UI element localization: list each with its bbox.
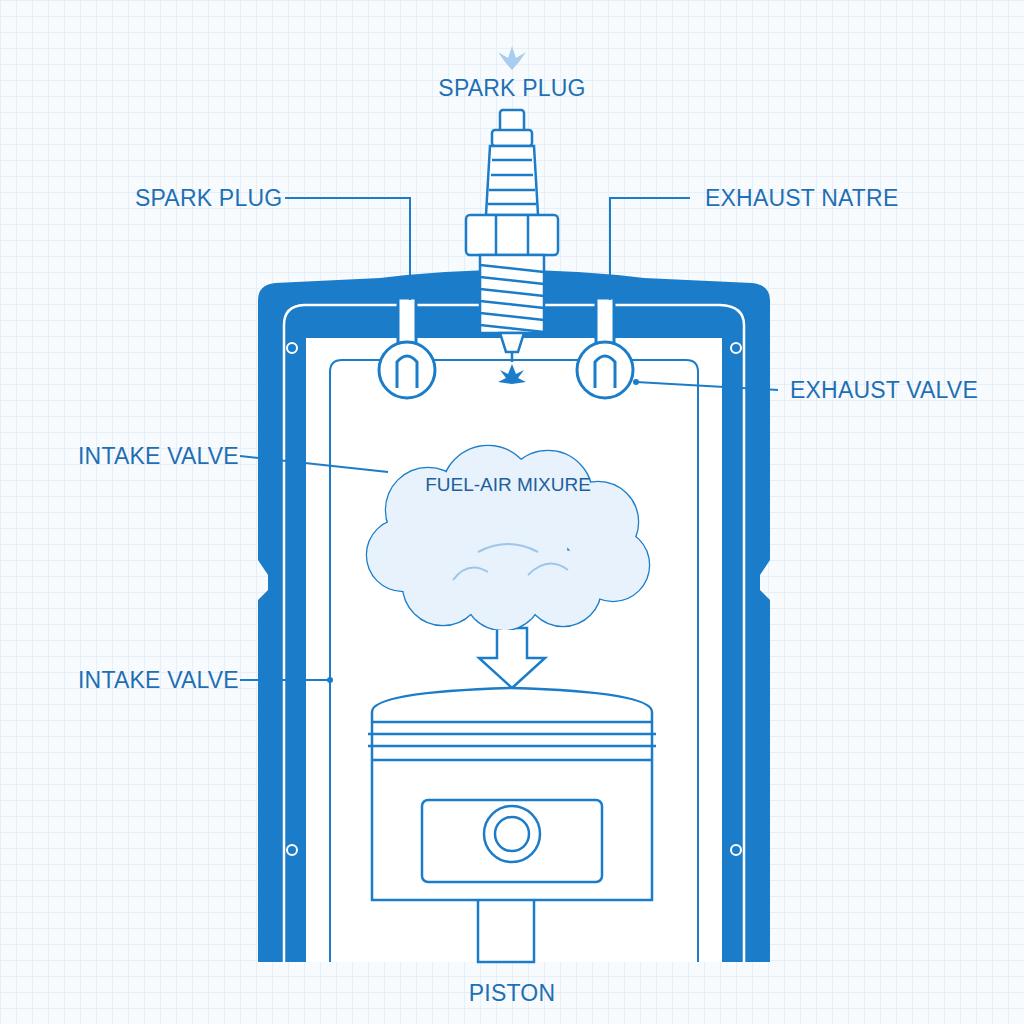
leader-dot	[327, 677, 333, 683]
chamber-line	[330, 360, 698, 962]
bolt	[731, 845, 741, 855]
node-text: FUEL-AIR MIXURE	[358, 474, 658, 496]
chamber	[306, 338, 722, 962]
intake-valve	[379, 298, 435, 398]
leader-lines	[240, 198, 778, 680]
bolt	[287, 343, 297, 353]
leader-dot	[633, 379, 639, 385]
spark-burst	[498, 46, 526, 70]
part-label: SPARK PLUG	[438, 75, 585, 102]
ignition-spark	[498, 364, 526, 384]
fuel-cloud: FUEL-AIR MIXURE	[358, 440, 658, 630]
part-label: INTAKE VALVE	[78, 667, 239, 694]
bolt	[287, 845, 297, 855]
part-label: EXHAUST VALVE	[790, 377, 978, 404]
part-label: PISTON	[469, 980, 555, 1007]
cloud-shape	[358, 440, 658, 630]
part-label: EXHAUST NATRE	[705, 185, 898, 212]
exhaust-valve	[577, 298, 633, 398]
piston	[368, 688, 656, 962]
spark-plug	[466, 110, 558, 362]
part-label: SPARK PLUG	[135, 185, 282, 212]
inner-wall-line	[284, 305, 744, 962]
cylinder-housing	[258, 270, 770, 962]
down-arrow	[479, 628, 545, 688]
bolt	[731, 343, 741, 353]
part-label: INTAKE VALVE	[78, 443, 239, 470]
